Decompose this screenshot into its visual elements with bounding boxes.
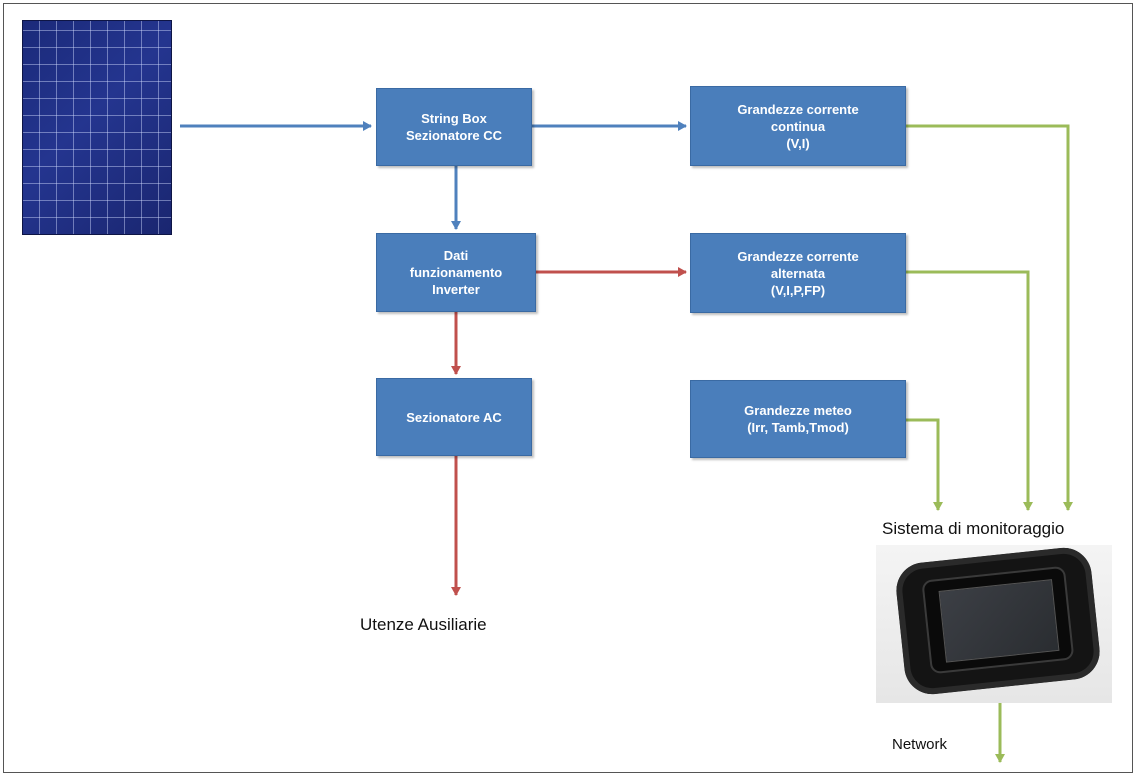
dc-quantities-line-2: continua: [770, 118, 826, 134]
arrow-ac-quantities-to-monitoring: [906, 270, 1033, 511]
arrow-weather-to-monitoring: [906, 418, 943, 511]
network-label: Network: [892, 736, 948, 753]
inverter-line-3: Inverter: [432, 282, 480, 297]
monitoring-device-bezel: [921, 565, 1075, 675]
ac-quantities-line-3: (V,I,P,FP): [770, 282, 826, 298]
inverter-node: Dati funzionamento Inverter: [376, 233, 536, 312]
monitoring-system-label: Sistema di monitoraggio: [882, 519, 1065, 538]
ac-disconnector-node: Sezionatore AC: [376, 378, 532, 456]
dc-quantities-node: Grandezze corrente continua (V,I): [690, 86, 906, 166]
diagram-frame: [3, 3, 1133, 773]
ac-disconnector-line-1: Sezionatore AC: [406, 409, 502, 425]
string-box-node: String Box Sezionatore CC: [376, 88, 532, 166]
solar-panel-image: [22, 20, 172, 235]
ac-quantities-line-2: alternata: [770, 265, 826, 281]
inverter-line-2: funzionamento: [409, 265, 503, 280]
string-box-line-2: Sezionatore CC: [405, 128, 503, 143]
aux-loads-label: Utenze Ausiliarie: [360, 615, 487, 634]
weather-node: Grandezze meteo (Irr, Tamb,Tmod): [690, 380, 906, 458]
ac-quantities-node: Grandezze corrente alternata (V,I,P,FP): [690, 233, 906, 313]
ac-quantities-line-1: Grandezze corrente: [737, 248, 859, 264]
arrow-dc-quantities-to-monitoring: [906, 124, 1073, 511]
string-box-line-1: String Box: [421, 111, 487, 126]
inverter-line-1: Dati: [443, 248, 469, 263]
weather-line-2: (Irr, Tamb,Tmod): [747, 420, 849, 435]
monitoring-device-body: [893, 545, 1103, 697]
dc-quantities-line-1: Grandezze corrente: [737, 101, 859, 117]
monitoring-device-screen: [938, 579, 1060, 663]
dc-quantities-line-3: (V,I): [786, 135, 810, 151]
weather-line-1: Grandezze meteo: [744, 403, 852, 418]
